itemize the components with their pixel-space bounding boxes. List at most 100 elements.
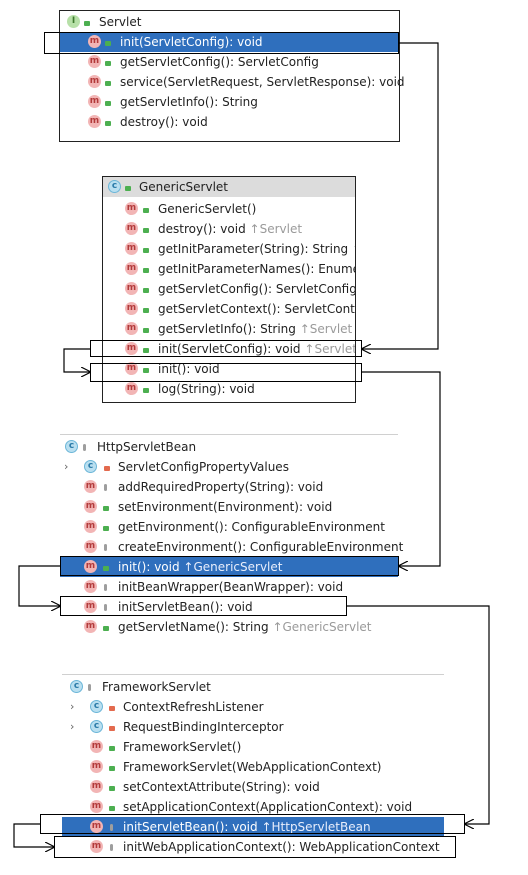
chevron-right-icon[interactable]: › — [64, 460, 69, 473]
public-lock-icon — [103, 526, 109, 531]
method-name: service(ServletRequest, ServletResponse)… — [120, 75, 405, 89]
framework-servlet-header[interactable]: c FrameworkServlet — [62, 677, 444, 697]
inherited-from: ↑GenericServlet — [272, 620, 372, 634]
arrow-fs-initservletbean-to-webcontext — [13, 823, 54, 847]
method-name: initWebApplicationContext(): WebApplicat… — [123, 840, 440, 854]
method-row[interactable]: m init(ServletConfig): void ↑Servlet — [103, 339, 355, 359]
method-icon: m — [125, 222, 138, 235]
method-row[interactable]: m setEnvironment(Environment): void — [60, 497, 398, 517]
method-row[interactable]: m initWebApplicationContext(): WebApplic… — [62, 837, 444, 857]
public-lock-icon — [109, 806, 115, 811]
method-row[interactable]: m getServletConfig(): ServletConfig — [60, 52, 399, 72]
class-icon: c — [70, 680, 83, 693]
inner-class-row[interactable]: › c ServletConfigPropertyValues — [60, 457, 398, 477]
generic-servlet-panel: c GenericServlet m GenericServlet() m de… — [102, 176, 356, 403]
chevron-right-icon[interactable]: › — [70, 700, 75, 713]
method-row[interactable]: m init(ServletConfig): void — [60, 32, 399, 52]
method-row[interactable]: m destroy(): void ↑Servlet — [103, 219, 355, 239]
framework-servlet-title: FrameworkServlet — [102, 680, 211, 694]
method-icon: m — [90, 820, 103, 833]
protected-key-icon — [88, 684, 91, 691]
method-row[interactable]: m GenericServlet() — [103, 199, 355, 219]
method-row[interactable]: m initServletBean(): void ↑HttpServletBe… — [62, 817, 444, 837]
private-lock-icon — [104, 466, 110, 471]
protected-key-icon — [104, 584, 107, 591]
method-icon: m — [125, 382, 138, 395]
public-lock-icon — [125, 186, 131, 191]
method-row[interactable]: m getServletInfo(): String — [60, 92, 399, 112]
http-servlet-bean-panel: c HttpServletBean › c ServletConfigPrope… — [60, 434, 403, 640]
http-servlet-bean-title: HttpServletBean — [97, 440, 197, 454]
method-name: getServletName(): String — [118, 620, 269, 634]
method-row[interactable]: m getServletContext(): ServletContex — [103, 299, 355, 319]
method-row[interactable]: m getInitParameterNames(): Enumer — [103, 259, 355, 279]
method-row[interactable]: m destroy(): void — [60, 112, 399, 132]
method-icon: m — [90, 760, 103, 773]
method-icon: m — [125, 342, 138, 355]
public-lock-icon — [143, 368, 149, 373]
method-icon: m — [88, 35, 101, 48]
method-icon: m — [84, 580, 97, 593]
method-icon: m — [90, 800, 103, 813]
method-icon: m — [90, 780, 103, 793]
public-lock-icon — [143, 248, 149, 253]
method-row[interactable]: m setContextAttribute(String): void — [62, 777, 444, 797]
class-icon: c — [65, 440, 78, 453]
interface-icon: I — [67, 15, 80, 28]
inherited-from: ↑Servlet — [249, 222, 303, 236]
method-row[interactable]: m createEnvironment(): ConfigurableEnvir… — [60, 537, 403, 557]
method-row[interactable]: m FrameworkServlet() — [62, 737, 444, 757]
method-icon: m — [84, 500, 97, 513]
method-name: FrameworkServlet(WebApplicationContext) — [123, 760, 382, 774]
method-row[interactable]: m init(): void ↑GenericServlet — [60, 557, 398, 577]
method-name: init(): void — [118, 560, 180, 574]
method-row[interactable]: m init(): void — [103, 359, 355, 379]
method-row[interactable]: m initBeanWrapper(BeanWrapper): void — [60, 577, 398, 597]
protected-key-icon — [110, 844, 113, 851]
class-icon: c — [90, 700, 103, 713]
chevron-right-icon[interactable]: › — [70, 720, 75, 733]
method-icon: m — [84, 540, 97, 553]
public-lock-icon — [143, 208, 149, 213]
protected-key-icon — [104, 484, 107, 491]
method-icon: m — [125, 202, 138, 215]
method-name: getServletInfo(): String — [120, 95, 258, 109]
method-row[interactable]: m initServletBean(): void — [60, 597, 398, 617]
method-row[interactable]: m getServletName(): String ↑GenericServl… — [60, 617, 398, 637]
method-name: getInitParameter(String): String — [158, 242, 349, 256]
method-row[interactable]: m getServletInfo(): String ↑Servlet — [103, 319, 355, 339]
method-icon: m — [84, 620, 97, 633]
method-name: init(ServletConfig): void — [158, 342, 301, 356]
method-row[interactable]: m FrameworkServlet(WebApplicationContext… — [62, 757, 444, 777]
private-lock-icon — [109, 706, 115, 711]
method-row[interactable]: m log(String): void — [103, 379, 355, 399]
inherited-from: ↑S — [352, 242, 355, 256]
inner-class-row[interactable]: › c ContextRefreshListener — [62, 697, 444, 717]
method-row[interactable]: m addRequiredProperty(String): void — [60, 477, 398, 497]
generic-servlet-header[interactable]: c GenericServlet — [103, 177, 355, 197]
method-name: GenericServlet() — [158, 202, 257, 216]
public-lock-icon — [105, 101, 111, 106]
public-lock-icon — [143, 348, 149, 353]
method-name: createEnvironment(): ConfigurableEnviron… — [118, 540, 404, 554]
method-row[interactable]: m getServletConfig(): ServletConfig ↑ — [103, 279, 355, 299]
inherited-from: ↑Servlet — [299, 322, 353, 336]
public-lock-icon — [143, 308, 149, 313]
method-row[interactable]: m getEnvironment(): ConfigurableEnvironm… — [60, 517, 398, 537]
inner-class-row[interactable]: › c RequestBindingInterceptor — [62, 717, 444, 737]
arrow-hsb-init-to-initservletbean — [18, 565, 60, 606]
method-row[interactable]: m setApplicationContext(ApplicationConte… — [62, 797, 444, 817]
inherited-from: ↑Servlet — [304, 342, 356, 356]
method-icon: m — [84, 520, 97, 533]
method-row[interactable]: m getInitParameter(String): String ↑S — [103, 239, 355, 259]
class-icon: c — [108, 180, 121, 193]
inherited-from: ↑GenericServlet — [183, 560, 283, 574]
method-icon: m — [84, 560, 97, 573]
method-row[interactable]: m service(ServletRequest, ServletRespons… — [60, 72, 405, 92]
servlet-title: Servlet — [99, 15, 142, 29]
protected-key-icon — [83, 444, 86, 451]
servlet-header[interactable]: I Servlet — [60, 12, 399, 32]
method-name: getServletConfig(): ServletConfig — [120, 55, 319, 69]
method-name: getServletInfo(): String — [158, 322, 296, 336]
http-servlet-bean-header[interactable]: c HttpServletBean — [60, 437, 398, 457]
